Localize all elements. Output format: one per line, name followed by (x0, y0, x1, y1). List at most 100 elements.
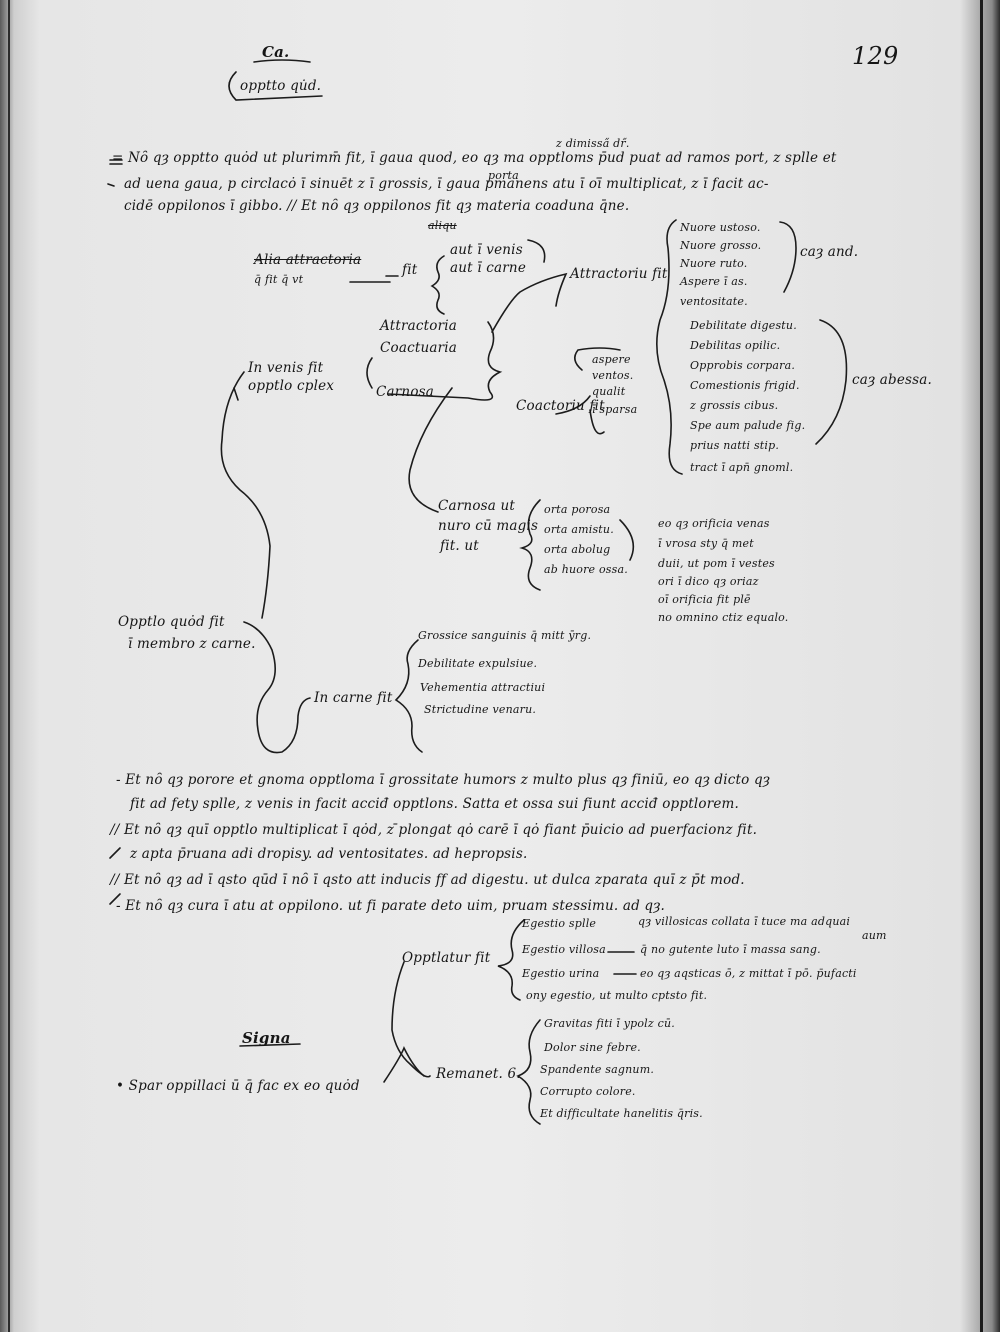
intro-line-3: cidē oppilonos ī gibbo. // Et nȏ qȝ oppi… (124, 198, 630, 214)
egesti-note: ony egestio, ut multo cptsto fit. (526, 989, 708, 1002)
intro-gloss-porta: porta (488, 169, 519, 182)
caga-abessa: caȝ abessa. (852, 372, 933, 388)
orta-item: orta amistu. (544, 523, 614, 536)
remanet-brace (516, 1019, 541, 1125)
list-b-item: Debilitate digestu. (690, 319, 797, 332)
note-line-4: z apta p̄ruana adi dropisy. ad ventosita… (130, 846, 528, 862)
list-a-item: Nuore ruto. (680, 257, 748, 270)
remanet-item: Corrupto colore. (540, 1085, 636, 1098)
list-b-item: tract ī apn̄ gnoml. (690, 461, 794, 474)
coactoria-item: qualit (592, 385, 626, 398)
list-b-item: prius natti stip. (690, 439, 780, 452)
orta-item: orta porosa (544, 503, 611, 516)
list-a-item: Nuore ustoso. (680, 221, 761, 234)
opplatur-fit: Opptlatur fit (402, 950, 491, 966)
coactoria-link (555, 395, 591, 415)
opptlo-cplex: opptlo cplex (248, 378, 335, 394)
list-b-item: Debilitas opilic. (690, 339, 781, 352)
list-a-item: Aspere ī as. (680, 275, 748, 288)
page-edge (8, 0, 983, 1332)
quod-note-line: eo qȝ orificia venas (658, 517, 770, 530)
attractoriu-fit: Attractoriu fit (570, 266, 668, 282)
egesti-note: q̄ no gutente luto ī massa sang. (640, 943, 821, 956)
coactoria-brace (574, 347, 621, 371)
orta-item: ab huore ossa. (544, 563, 628, 576)
list-b-item: z grossis cibus. (690, 399, 779, 412)
quod-note-line: duii, ut pom ī vestes (658, 557, 775, 570)
carne-item: Vehementia attractiui (420, 681, 546, 694)
carne-item: Strictudine venaru. (424, 703, 537, 716)
list-b-item: Opprobis corpara. (690, 359, 796, 372)
venis-down (220, 371, 271, 619)
carne-item: Debilitate expulsiue. (418, 657, 538, 670)
egesti-note: eo qȝ aqsticas ō, z mittat ī pō. p̄ufact… (640, 967, 857, 980)
remanet: Remanet. 6. (436, 1066, 521, 1082)
intro-line-1: = Nȏ qȝ opptto quȯd ut plurimm̄ fit, ī g… (112, 150, 837, 166)
lists-brace (656, 219, 683, 475)
orta-item: orta abolug (544, 543, 611, 556)
list-a-item: ventositate. (680, 295, 748, 308)
egesti-item: Egestio urina (522, 967, 600, 980)
list-b-item: Spe aum palude fig. (690, 419, 806, 432)
list-b-brace (815, 319, 848, 445)
coactoria-item: ī sparsa (592, 403, 638, 416)
subheading-bracket (228, 71, 323, 101)
aut-brace-right (527, 239, 546, 263)
quod-note-line: ori ī dico qȝ oriaz (658, 575, 759, 588)
page-heading: Ca. (262, 43, 290, 61)
carnosa-link (408, 387, 453, 513)
egesti-item: Egestio splle (522, 917, 597, 930)
note-line-2: fit ad fety splle, z venis in facit acci… (130, 796, 740, 812)
in-venis-fit: In venis fit (248, 360, 324, 376)
aum-gloss: aum (862, 929, 887, 942)
note-line-1: - Et nȏ qȝ porore et gnoma opptloma ī gr… (116, 772, 771, 788)
caga-and: caȝ and. (800, 244, 859, 260)
opptlo-quod-fit: Opptlo quȯd fit (118, 614, 225, 630)
signa-underline (239, 1043, 301, 1047)
carne-item: Grossice sanguinis q̄ mitt ȳrg. (418, 629, 592, 642)
signa-line: • Spar oppillaci ū q̄ fac ex eo quȯd (116, 1078, 360, 1094)
intro-gloss: z dimissa̋ dr̋. (556, 137, 630, 150)
fit-ut: fit. ut (440, 538, 479, 554)
egesti-brace (497, 919, 525, 1001)
coactuaria: Coactuaria (380, 340, 458, 356)
margin-mark (109, 159, 123, 165)
list-a-item: Nuore grosso. (680, 239, 762, 252)
orta-brace (519, 499, 541, 591)
coactoria-item: aspere (592, 353, 631, 366)
remanet-item: Dolor sine febre. (544, 1041, 641, 1054)
aut-carne: aut ī carne (450, 260, 527, 276)
egesti-item: Egestio villosa (522, 943, 606, 956)
coactoria-item: ventos. (592, 369, 634, 382)
aut-venis: aut ī venis (450, 242, 523, 258)
folio-number: 129 (852, 42, 899, 70)
note-line-3: // Et nȏ qȝ quī opptlo multiplicat ī qȯd… (110, 822, 758, 838)
quod-brace (243, 621, 311, 754)
intro-line-2: ad uena gaua, p circlacȯ ī sinuēt z ī gr… (124, 176, 769, 192)
carne-brace (394, 639, 423, 753)
signa-heading: Signa (242, 1029, 291, 1047)
aut-brace (430, 255, 445, 315)
quod-note-line: ī vrosa sty q̄ met (658, 537, 754, 550)
carnosa-ut: Carnosa ut (438, 498, 516, 514)
note-line-5: // Et nȏ qȝ ad ī qsto qūd ī nȏ ī qsto at… (110, 872, 745, 888)
alia-attractoria: Alia attractoria (254, 252, 362, 268)
egesti-arrows (607, 951, 637, 975)
remanet-item: Gravitas fiti ī ypolz cū. (544, 1017, 675, 1030)
struck-word: aliqu (428, 219, 457, 232)
list-b-item: Comestionis frigid. (690, 379, 800, 392)
attractoria: Attractoria (380, 318, 457, 334)
note-line-6: - Et nȏ qȝ cura ī atu at oppilono. ut fi… (116, 898, 665, 914)
heading-underline (253, 59, 311, 63)
signa-link (383, 1046, 425, 1083)
fit-label: fit (402, 262, 418, 278)
coactoria-fit: Coactoriu fit (516, 398, 605, 414)
venis-brace (387, 321, 503, 401)
remanet-item: Spandente sagnum. (540, 1063, 655, 1076)
in-membro: ī membro z carne. (128, 636, 256, 652)
nuro-cu-magis: nuro cū magis (438, 518, 539, 534)
page-subheading: opptto qu̇d. (240, 78, 322, 94)
attract-link (491, 272, 568, 333)
